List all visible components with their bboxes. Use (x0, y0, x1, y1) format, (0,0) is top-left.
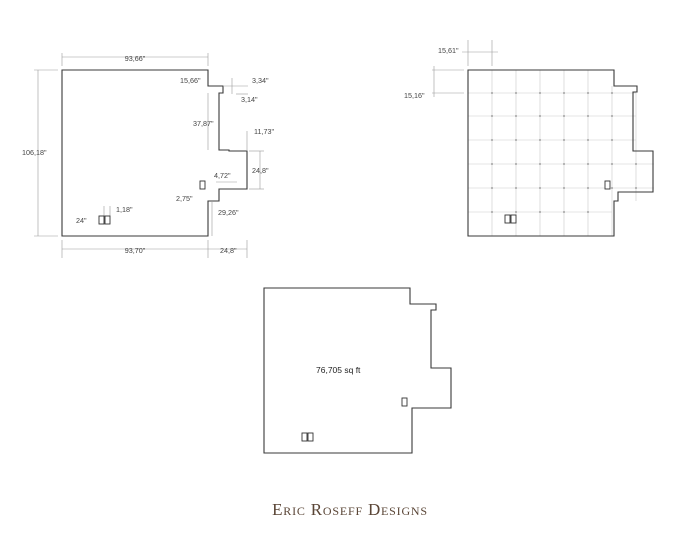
label-inner-left: 24" (76, 216, 87, 225)
outlet-symbol (104, 215, 111, 225)
label-bump-width: 11,73" (254, 127, 274, 136)
room-outline (263, 287, 452, 454)
room-outline (467, 69, 654, 237)
label-notch-right: 3,34" (252, 76, 269, 85)
area-label: 76,705 sq ft (316, 365, 361, 375)
label-top-width: 93,66" (125, 54, 146, 63)
label-left-height: 106,18" (22, 148, 47, 157)
brand-name: Eric Roseff Designs (272, 500, 428, 519)
label-bottom-width: 93,70" (125, 246, 146, 255)
label-notch-top-width: 15,66" (180, 76, 201, 85)
outlet-symbol (504, 214, 511, 224)
label-inner-small: 1,18" (116, 205, 133, 214)
grid-dots (491, 92, 637, 213)
label-recess-depth: 37,87" (193, 119, 214, 128)
label-tile-width: 15,61" (438, 46, 459, 55)
door-symbol (199, 180, 206, 190)
label-bump-height: 24,8" (252, 166, 269, 175)
label-small-offset: 4,72" (214, 171, 231, 180)
room-outline (61, 69, 248, 237)
outlet-symbol (98, 215, 105, 225)
tile-grid (468, 70, 654, 236)
door-symbol (401, 397, 408, 407)
label-notch-depth: 3,14" (241, 95, 258, 104)
label-bottom-ext: 24,8" (220, 246, 237, 255)
label-tile-height: 15,16" (404, 91, 425, 100)
outlet-symbol (510, 214, 517, 224)
outlet-symbol (307, 432, 314, 442)
grid-plan: 15,61" 15,16" (404, 40, 654, 237)
outlet-symbol (301, 432, 308, 442)
dimensioned-plan: 93,66" 106,18" 15,66" 3,34" 3,14" 37,87"… (22, 53, 274, 258)
label-door-offset: 2,75" (176, 194, 193, 203)
label-lower-recess: 29,26" (218, 208, 239, 217)
area-plan: 76,705 sq ft (263, 287, 452, 454)
door-symbol (604, 180, 611, 190)
